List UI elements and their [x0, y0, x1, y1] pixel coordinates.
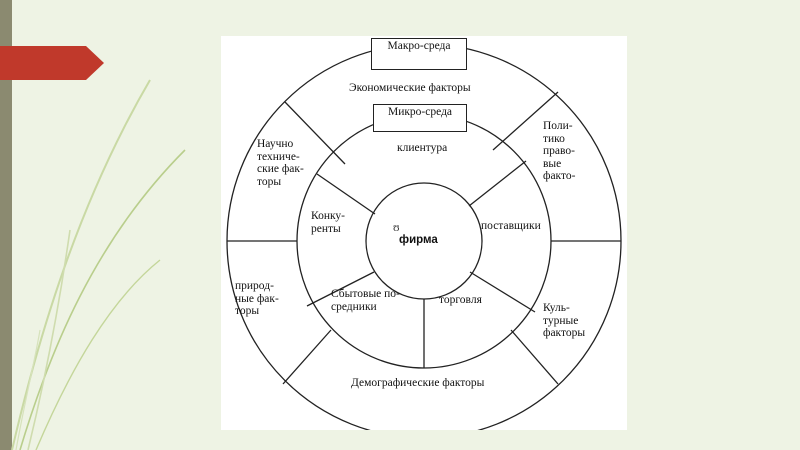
scientific-technical-factors-label: Научно техниче- ские фак- торы: [257, 138, 304, 188]
grass-decoration: [11, 79, 186, 450]
political-legal-factors-label: Поли- тико право- вые факто-: [543, 120, 576, 182]
sales-intermediaries-label: Сбытовые по- средники: [331, 288, 400, 313]
diagram-rings: [226, 43, 622, 430]
clients-label: клиентура: [397, 142, 448, 154]
left-decor-strip: [0, 0, 12, 450]
suppliers-label: поставщики: [481, 220, 541, 232]
firm-label: фирма: [399, 234, 438, 246]
environment-diagram: Макро-среда Микро-среда Экономические фа…: [221, 36, 627, 430]
accent-arrow-icon: [0, 46, 104, 80]
competitors-label: Конку- ренты: [311, 210, 346, 235]
macro-environment-title: Макро-среда: [371, 38, 467, 70]
trade-label: торговля: [439, 294, 482, 306]
economic-factors-label: Экономические факторы: [349, 82, 471, 94]
demographic-factors-label: Демографические факторы: [351, 377, 485, 389]
micro-environment-title: Микро-среда: [373, 104, 467, 132]
natural-factors-label: природ- ные фак- торы: [235, 280, 279, 317]
center-mark: ʊ: [393, 220, 400, 234]
cultural-factors-label: Куль- турные факторы: [543, 302, 586, 339]
